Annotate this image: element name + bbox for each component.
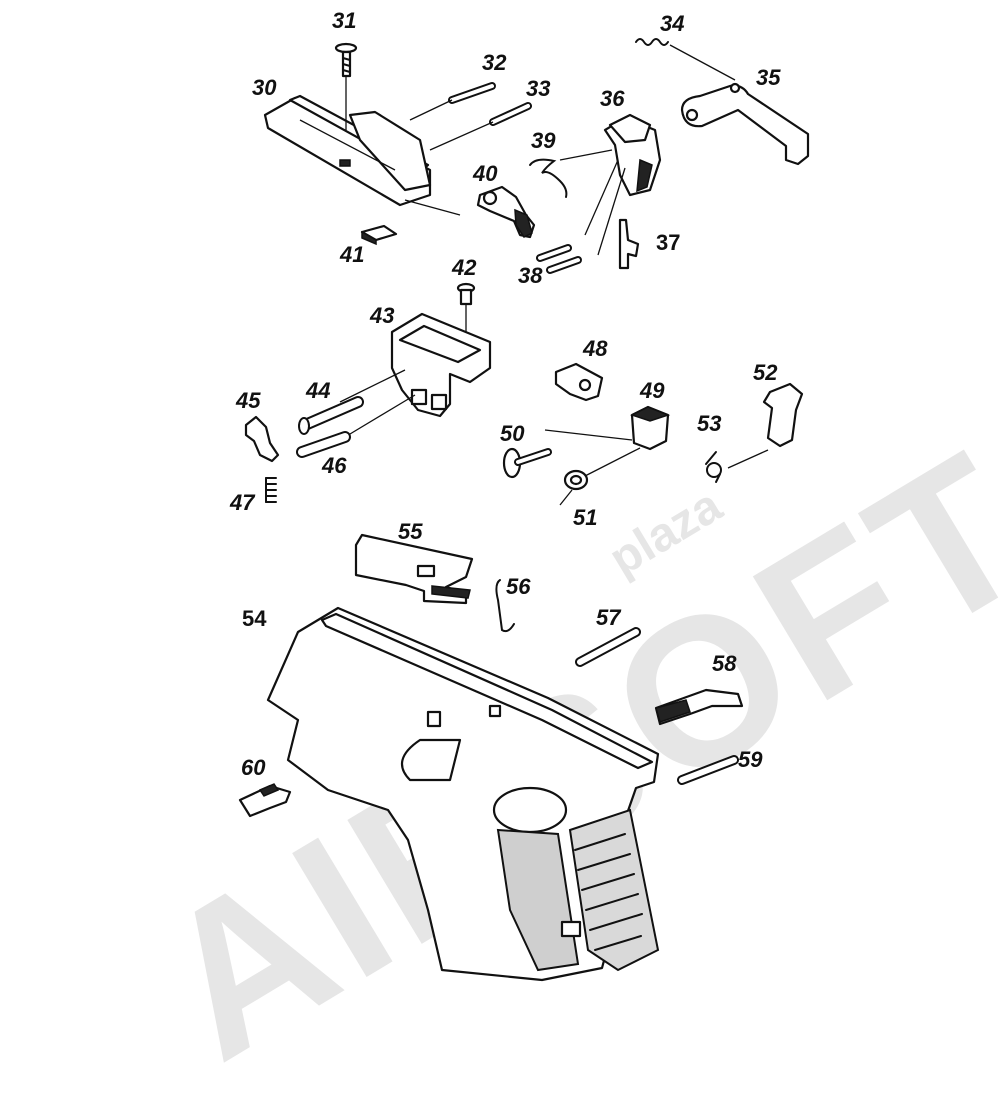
part-36-block — [559, 113, 662, 256]
part-45-lever — [244, 415, 280, 463]
part-52-bracket — [727, 382, 804, 469]
callout-56: 56 — [506, 574, 531, 599]
part-47-spring — [265, 477, 277, 503]
callout-48: 48 — [583, 336, 608, 361]
parts-drawing — [238, 38, 810, 982]
callout-57: 57 — [596, 605, 621, 630]
part-48-block — [554, 362, 604, 402]
callout-46: 46 — [322, 453, 347, 478]
callout-54: 54 — [242, 606, 267, 631]
part-44-pin — [298, 396, 364, 435]
callout-41: 41 — [340, 242, 365, 267]
part-50-pin — [502, 447, 552, 479]
callout-38: 38 — [518, 263, 543, 288]
callout-60: 60 — [241, 755, 266, 780]
part-57-pin — [575, 627, 641, 667]
callout-37: 37 — [656, 230, 681, 255]
part-55-plate — [354, 533, 474, 605]
part-37-plunger — [618, 218, 640, 270]
callout-30: 30 — [252, 75, 277, 100]
part-59-pin — [677, 755, 739, 785]
part-38-pins — [536, 244, 582, 274]
part-32-pin — [409, 82, 496, 121]
callout-44: 44 — [306, 378, 331, 403]
part-46-pin — [296, 431, 351, 458]
callout-59: 59 — [738, 747, 763, 772]
callout-49: 49 — [640, 378, 665, 403]
callout-40: 40 — [473, 161, 498, 186]
callout-39: 39 — [531, 128, 556, 153]
part-34-spring — [635, 38, 736, 81]
part-53-spring — [705, 451, 722, 483]
part-51-washer — [559, 469, 589, 506]
callout-33: 33 — [526, 76, 551, 101]
part-56-wire — [495, 579, 515, 633]
callout-36: 36 — [600, 86, 625, 111]
callout-32: 32 — [482, 50, 507, 75]
part-33-pin — [429, 102, 532, 151]
part-31-screw — [334, 42, 358, 130]
part-41-block — [360, 224, 398, 246]
exploded-parts-diagram: AIRSOFT plaza — [122, 8, 1000, 1105]
callout-43: 43 — [370, 303, 395, 328]
callout-53: 53 — [697, 411, 722, 436]
callout-58: 58 — [712, 651, 737, 676]
callout-51: 51 — [573, 505, 598, 530]
part-60-latch — [238, 783, 292, 818]
part-42-screw — [456, 282, 476, 340]
callout-52: 52 — [753, 360, 778, 385]
part-39-wire-spring — [529, 158, 568, 198]
callout-35: 35 — [756, 65, 781, 90]
part-54-frame — [266, 606, 660, 982]
callout-50: 50 — [500, 421, 525, 446]
part-49-block — [544, 405, 671, 477]
part-40-sear — [476, 185, 536, 239]
part-43-housing — [339, 312, 492, 438]
part-35-lever — [680, 82, 810, 166]
callout-55: 55 — [398, 519, 423, 544]
part-30-drawing — [263, 94, 461, 216]
callout-31: 31 — [332, 8, 357, 33]
callout-34: 34 — [660, 11, 685, 36]
part-58-slide-stop — [654, 688, 744, 726]
callout-45: 45 — [236, 388, 261, 413]
callout-47: 47 — [230, 490, 255, 515]
callout-42: 42 — [452, 255, 477, 280]
